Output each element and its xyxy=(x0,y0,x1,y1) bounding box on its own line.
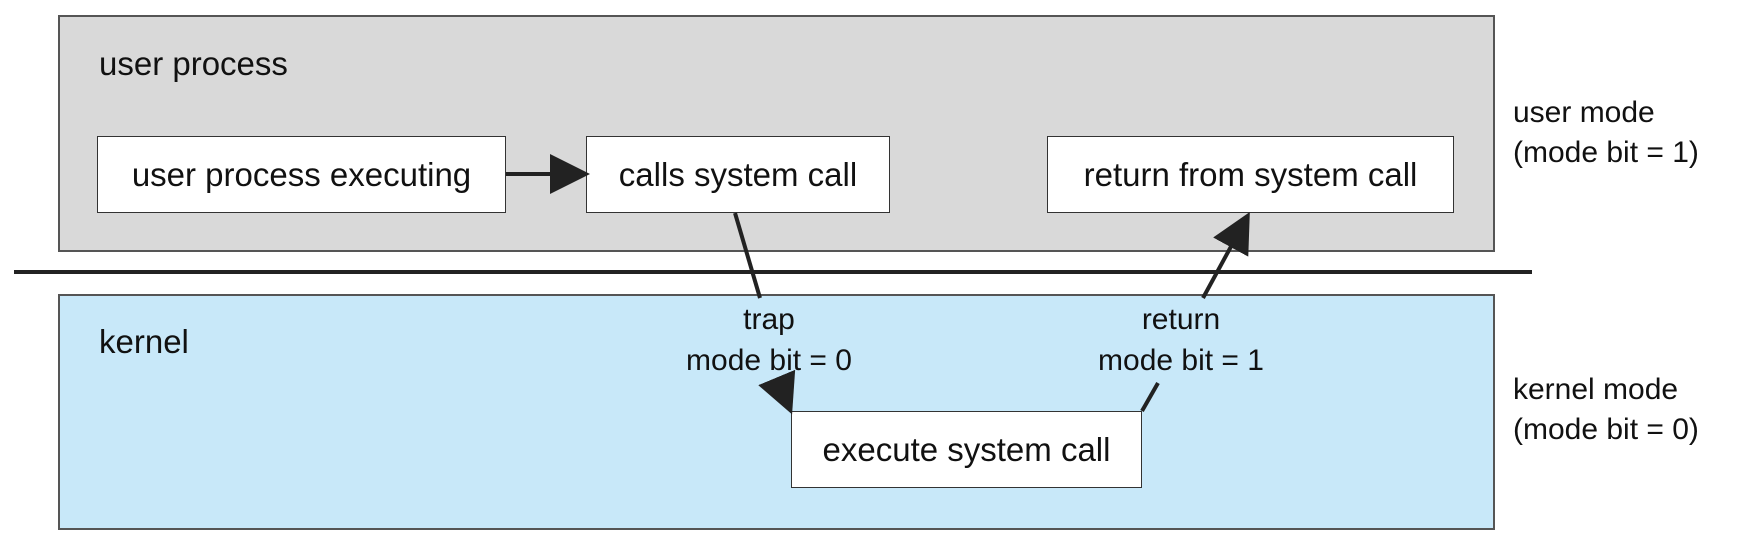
user-mode-title: user mode xyxy=(1513,96,1655,129)
kernel-mode-title: kernel mode xyxy=(1513,373,1679,406)
kernel-mode-label: kernel mode (mode bit = 0) xyxy=(1513,370,1699,450)
trap-label: trap xyxy=(743,303,795,336)
trap-line xyxy=(733,212,762,299)
user-mode-bit: (mode bit = 1) xyxy=(1513,136,1699,169)
user-mode-label: user mode (mode bit = 1) xyxy=(1513,93,1699,173)
trap-arrow xyxy=(758,369,796,415)
calls-system-call-box: calls system call xyxy=(586,136,890,213)
return-mode-bit: mode bit = 1 xyxy=(1098,344,1264,377)
kernel-label: kernel xyxy=(99,323,189,360)
return-arrow xyxy=(1201,211,1250,299)
return-label: return xyxy=(1141,303,1221,336)
trap-annotation: trap mode bit = 0 xyxy=(664,299,874,381)
execute-system-call-box: execute system call xyxy=(791,411,1142,488)
return-annotation: return mode bit = 1 xyxy=(1076,299,1286,381)
kernel-mode-bit: (mode bit = 0) xyxy=(1513,413,1699,446)
user-process-executing-box: user process executing xyxy=(97,136,506,213)
return-line xyxy=(1140,382,1160,412)
return-from-system-call-box: return from system call xyxy=(1047,136,1454,213)
user-process-label: user process xyxy=(99,45,288,82)
